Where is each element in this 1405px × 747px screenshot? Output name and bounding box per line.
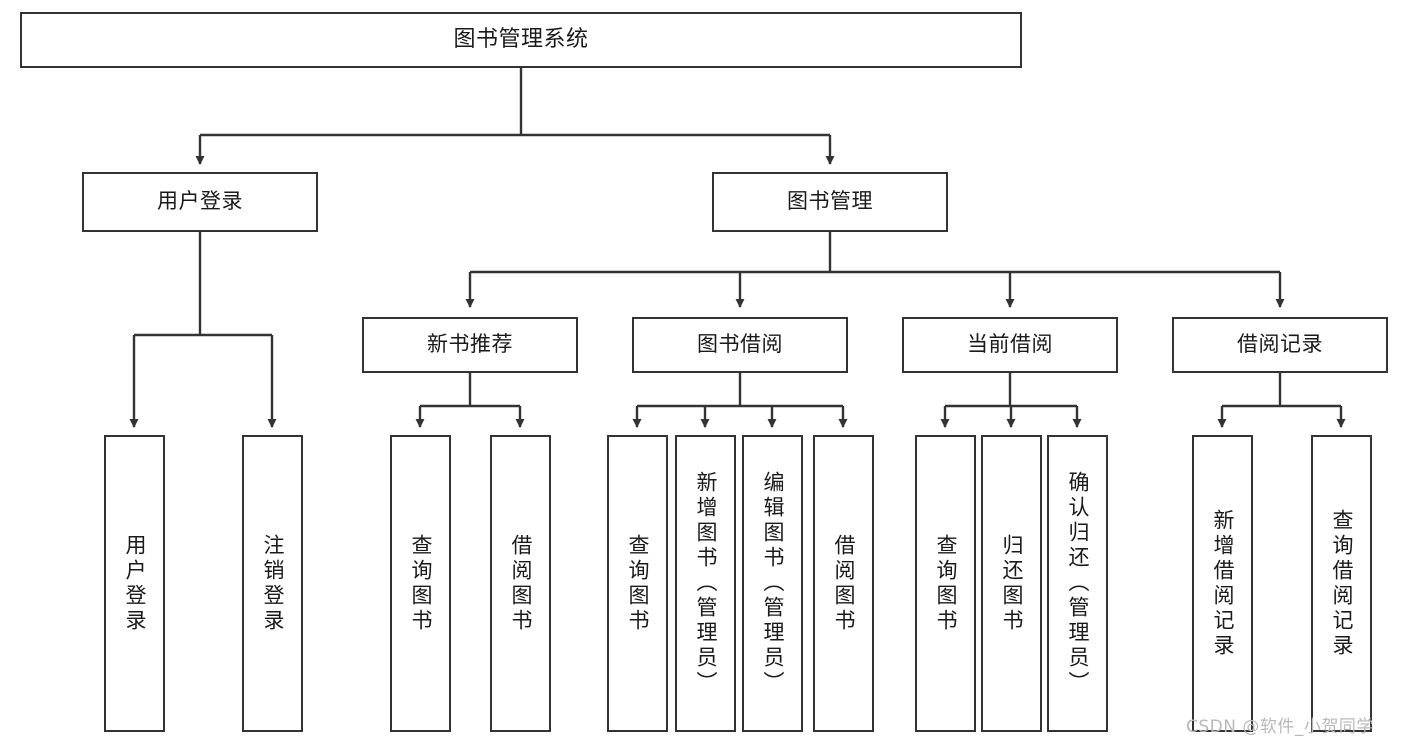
csdn-watermark: CSDN @软件_小贺同学 [1186,717,1374,737]
leaf-add-record[interactable]: 新增借阅记录 [1192,435,1253,732]
node-label: 查询图书 [409,533,433,634]
leaf-confirm-return[interactable]: 确认归还（管理员） [1047,435,1108,732]
leaf-query-book-1[interactable]: 查询图书 [390,435,451,732]
node-label: 新增图书（管理员） [694,471,718,696]
node-label: 图书管理 [787,189,873,214]
node-borrow-record[interactable]: 借阅记录 [1172,317,1388,373]
node-label: 当前借阅 [967,332,1053,357]
leaf-borrow-book-1[interactable]: 借阅图书 [490,435,551,732]
node-user-login[interactable]: 用户登录 [82,172,318,232]
leaf-return-book[interactable]: 归还图书 [981,435,1042,732]
node-current-borrow[interactable]: 当前借阅 [902,317,1118,373]
node-label: 注销登录 [261,533,285,634]
node-root[interactable]: 图书管理系统 [20,12,1022,68]
leaf-edit-book[interactable]: 编辑图书（管理员） [742,435,803,732]
node-label: 借阅图书 [509,533,533,634]
node-label: 新书推荐 [427,332,513,357]
leaf-user-login[interactable]: 用户登录 [104,435,165,732]
leaf-add-book[interactable]: 新增图书（管理员） [675,435,736,732]
node-label: 图书借阅 [697,332,783,357]
node-label: 查询图书 [934,533,958,634]
node-label: 借阅图书 [832,533,856,634]
node-label: 确认归还（管理员） [1066,471,1090,696]
node-label: 用户登录 [123,533,147,634]
node-label: 新增借阅记录 [1211,508,1235,659]
node-label: 查询图书 [626,533,650,634]
node-label: 借阅记录 [1237,332,1323,357]
leaf-query-record[interactable]: 查询借阅记录 [1311,435,1372,732]
node-label: 图书管理系统 [453,27,589,53]
node-label: 归还图书 [1000,533,1024,634]
node-label: 查询借阅记录 [1330,508,1354,659]
leaf-logout[interactable]: 注销登录 [242,435,303,732]
node-label: 用户登录 [157,189,243,214]
leaf-query-book-3[interactable]: 查询图书 [915,435,976,732]
leaf-borrow-book-2[interactable]: 借阅图书 [813,435,874,732]
node-label: 编辑图书（管理员） [761,471,785,696]
leaf-query-book-2[interactable]: 查询图书 [607,435,668,732]
node-book-borrow[interactable]: 图书借阅 [632,317,848,373]
node-book-manage[interactable]: 图书管理 [712,172,948,232]
node-new-book-recommend[interactable]: 新书推荐 [362,317,578,373]
